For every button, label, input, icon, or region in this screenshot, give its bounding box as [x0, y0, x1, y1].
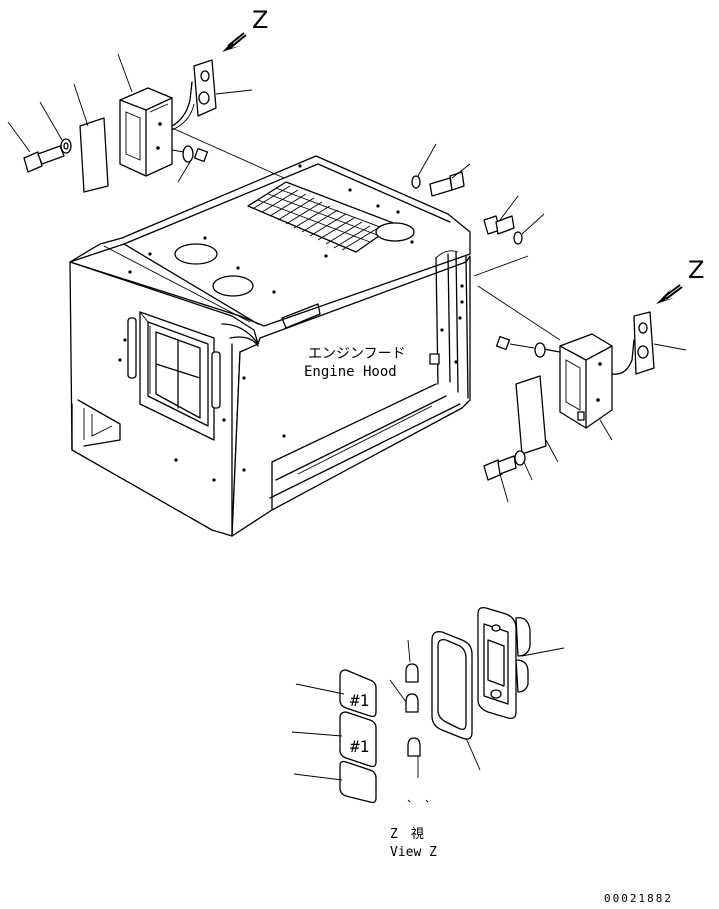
- front-handle-slot: [127, 317, 137, 379]
- svg-text:#1: #1: [350, 691, 369, 710]
- top-hole-1: [174, 243, 218, 265]
- bulbs: [389, 639, 429, 803]
- engine-hood-label-jp: エンジンフード: [308, 346, 406, 362]
- view-caption-jp: Z 視: [390, 827, 424, 842]
- plate-2: #1: [339, 711, 377, 768]
- plate-3: [339, 760, 377, 804]
- engine-hood-label-en: Engine Hood: [304, 364, 397, 380]
- engine-hood: [69, 155, 471, 537]
- view-caption-en: View Z: [390, 845, 437, 860]
- view-letter-z-right: Z: [688, 256, 704, 284]
- view-arrow-top: [222, 32, 247, 52]
- front-handle-slot-right: [211, 351, 221, 409]
- top-hole-2: [212, 275, 254, 297]
- drawing-number: 00021882: [604, 892, 673, 905]
- svg-text:#1: #1: [350, 737, 369, 756]
- side-latch: [429, 353, 440, 365]
- right-lamp-assembly: [477, 285, 687, 503]
- lamp-housing: [477, 606, 565, 720]
- gasket: [431, 631, 481, 771]
- top-right-fasteners: [411, 143, 545, 277]
- view-arrow-right: [656, 284, 683, 304]
- top-hole-3: [375, 222, 415, 242]
- view-z-detail: #1 #1: [291, 606, 565, 804]
- left-lamp-assembly: [7, 53, 285, 193]
- view-letter-z-top: Z: [252, 6, 268, 34]
- plate-1: #1: [339, 669, 377, 718]
